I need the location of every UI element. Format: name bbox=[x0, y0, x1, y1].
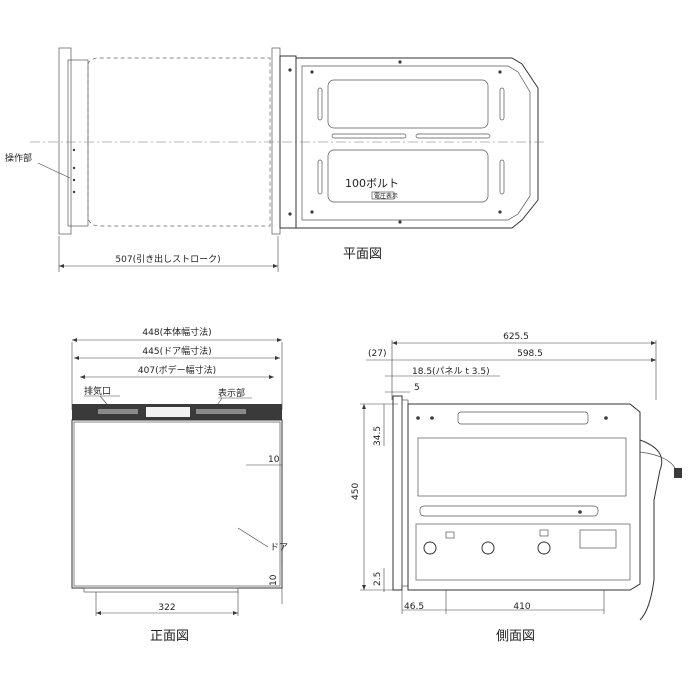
side-rail-mid bbox=[419, 505, 599, 517]
body-depth-dim: 598.5 bbox=[517, 349, 543, 359]
plan-control-dot bbox=[72, 178, 76, 182]
plan-tub-inner bbox=[301, 65, 531, 221]
plan-slot bbox=[331, 133, 407, 139]
plan-drawer-outline bbox=[87, 57, 271, 227]
side-component bbox=[579, 529, 617, 549]
bottom-dim: 322 bbox=[158, 603, 175, 613]
plan-control-dot bbox=[72, 190, 76, 194]
side-lower-panel bbox=[415, 523, 631, 581]
panel-width-dim: 407(ボデー幅寸法) bbox=[138, 364, 216, 376]
plan-slot bbox=[415, 133, 491, 139]
front-door-inner bbox=[73, 421, 281, 587]
plan-screw bbox=[398, 60, 402, 64]
side-door bbox=[401, 399, 409, 587]
side-front-panel bbox=[392, 395, 403, 591]
plan-screw bbox=[398, 220, 402, 224]
plan-body-frame bbox=[271, 47, 281, 235]
side-pump bbox=[423, 541, 437, 555]
plan-view: 操作部 100ボルト 電圧表示 507(引き出しストローク) 平面図 bbox=[5, 47, 545, 272]
plan-control-dot bbox=[72, 148, 76, 152]
plan-screw bbox=[498, 210, 502, 214]
voltage-tag-text: 電圧表示 bbox=[374, 192, 398, 200]
plan-slot bbox=[317, 159, 323, 195]
plan-slot bbox=[499, 87, 505, 121]
side-top-dim: 10 bbox=[268, 455, 280, 465]
plan-screw bbox=[288, 212, 292, 216]
door-leader bbox=[237, 527, 269, 548]
side-pump bbox=[481, 541, 495, 555]
plan-screw bbox=[498, 70, 502, 74]
plan-screw bbox=[310, 210, 314, 214]
stroke-dim: 507(引き出しストローク) bbox=[115, 253, 220, 265]
five-dim: 5 bbox=[414, 383, 420, 393]
plan-screw bbox=[310, 70, 314, 74]
plan-control-dot bbox=[72, 166, 76, 170]
plan-slot bbox=[499, 159, 505, 195]
plan-front-panel bbox=[58, 47, 72, 235]
dim-arrows bbox=[651, 358, 656, 362]
side-screw bbox=[578, 510, 582, 514]
display-label: 表示部 bbox=[218, 387, 245, 399]
plan-slot bbox=[317, 87, 323, 121]
side-component bbox=[539, 529, 549, 537]
plan-upper-panel bbox=[327, 79, 489, 129]
front-plinth bbox=[83, 587, 239, 593]
side-upper-panel bbox=[417, 437, 627, 497]
bolt-label: 100ボルト bbox=[345, 177, 399, 190]
front-view: 448(本体幅寸法) 445(ドア幅寸法) 407(ボデー幅寸法) 排気口 表示… bbox=[71, 326, 288, 644]
side-pump bbox=[537, 541, 551, 555]
side-rail-top bbox=[457, 411, 589, 425]
top-gap-dim: 34.5 bbox=[373, 426, 383, 446]
side-body bbox=[407, 403, 641, 591]
voltage-tag bbox=[371, 191, 395, 200]
bottom-gap-dim: 2.5 bbox=[373, 572, 383, 586]
side-cord bbox=[639, 451, 677, 471]
front-bottom-dim: 46.5 bbox=[404, 602, 424, 612]
side-component bbox=[445, 531, 455, 539]
plan-tub-outline bbox=[295, 57, 539, 229]
side-screw bbox=[430, 416, 434, 420]
front-handle bbox=[146, 407, 190, 417]
door-label: ドア bbox=[270, 543, 288, 553]
side-bottom-dim: 10 bbox=[269, 574, 279, 586]
side-hose bbox=[639, 439, 663, 621]
side-view: 625.5 (27) 598.5 18.5(パネル t 3.5) 5 450 3… bbox=[351, 332, 682, 644]
side-screw bbox=[604, 416, 608, 420]
front-door bbox=[71, 419, 283, 589]
side-caption: 側面図 bbox=[496, 629, 535, 644]
plan-lower-panel bbox=[327, 149, 489, 203]
total-depth-dim: 625.5 bbox=[503, 332, 529, 342]
control-label: 操作部 bbox=[5, 152, 32, 164]
panel-dim: 18.5(パネル t 3.5) bbox=[412, 366, 490, 377]
body-width-dim: 448(本体幅寸法) bbox=[142, 326, 211, 338]
side-plug bbox=[674, 468, 682, 478]
plan-caption: 平面図 bbox=[343, 247, 382, 262]
plan-screw bbox=[288, 68, 292, 72]
display-window bbox=[196, 409, 246, 414]
exhaust-vent bbox=[98, 409, 138, 414]
side-screw bbox=[416, 416, 420, 420]
door-width-dim: 445(ドア幅寸法) bbox=[142, 345, 211, 357]
exhaust-label: 排気口 bbox=[84, 385, 111, 397]
control-leader bbox=[37, 162, 71, 179]
height-dim: 450 bbox=[351, 483, 361, 500]
front-caption: 正面図 bbox=[150, 629, 189, 644]
base-depth-dim: 410 bbox=[513, 602, 530, 612]
front-offset-dim: (27) bbox=[368, 349, 386, 359]
